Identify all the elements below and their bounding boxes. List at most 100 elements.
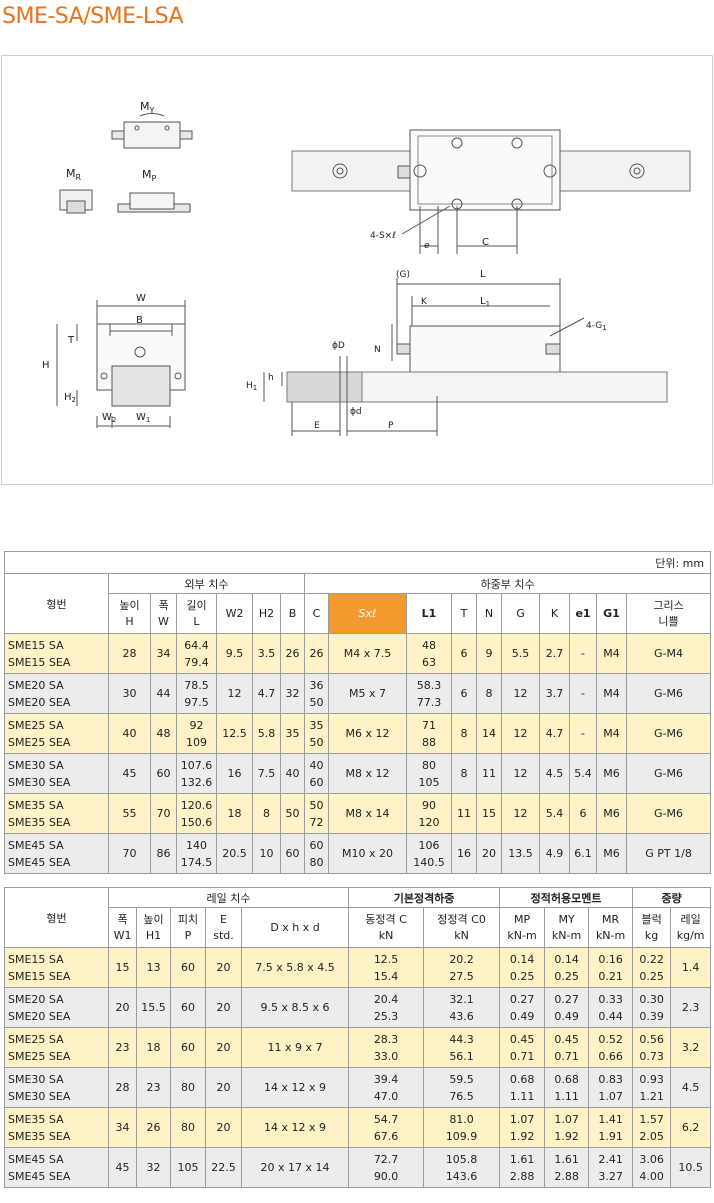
table-cell: -	[569, 633, 597, 674]
table-cell: 40	[108, 713, 151, 754]
table-cell: 8	[476, 673, 502, 714]
table-cell: 20	[205, 987, 242, 1028]
table-cell: 32	[136, 1147, 171, 1188]
table-cell: 13	[136, 947, 171, 988]
t1-col-header: G1	[596, 593, 627, 634]
table-cell: 20	[205, 1107, 242, 1148]
load-dim-group-header: 하중부 치수	[303, 573, 712, 594]
table-cell: 5.4	[539, 793, 570, 834]
table-cell: 22.5	[205, 1147, 242, 1188]
table-cell: 45	[108, 1147, 137, 1188]
table-cell: M8 x 14	[328, 793, 407, 834]
t2-col-header: D x h x d	[240, 907, 350, 948]
label-my: MY	[140, 100, 155, 115]
table-cell: 4.7	[252, 673, 281, 714]
table-cell: 20	[205, 1027, 242, 1068]
table-cell: 4.7	[539, 713, 570, 754]
table-cell: 9.5 x 8.5 x 6	[240, 987, 350, 1028]
table-cell: 20 x 17 x 14	[240, 1147, 350, 1188]
table-cell: 44	[150, 673, 177, 714]
table-cell: 26	[304, 633, 329, 674]
table-cell: 10.5	[670, 1147, 712, 1188]
table-cell: 7.5	[252, 753, 281, 794]
dimension-drawing-svg: MY MR MP 4-S×ℓ e C (G) L K L1 4-G1 N ϕD …	[42, 100, 691, 436]
table-cell: G-M6	[625, 793, 712, 834]
table-cell: 4.5	[539, 753, 570, 794]
table-cell: 14 x 12 x 9	[240, 1107, 350, 1148]
table-cell: 15	[108, 947, 137, 988]
outer-dim-group-header: 외부 치수	[108, 573, 305, 594]
table-cell: 15	[476, 793, 502, 834]
table-cell: 18	[136, 1027, 171, 1068]
dimension-drawing: MY MR MP 4-S×ℓ e C (G) L K L1 4-G1 N ϕD …	[1, 55, 713, 485]
table-cell: 34	[150, 633, 177, 674]
table-cell: G-M6	[625, 673, 712, 714]
table-cell: M8 x 12	[328, 753, 407, 794]
table-cell: 1.4	[670, 947, 712, 988]
table-cell: 12	[216, 673, 253, 714]
t1-col-header: K	[539, 593, 570, 634]
label-e-big: E	[314, 421, 320, 431]
table-cell: 50	[280, 793, 305, 834]
label-h1: H1	[246, 381, 257, 392]
table-cell: 28	[108, 1067, 137, 1108]
table-cell: 20	[205, 1067, 242, 1108]
table-cell: 70	[150, 793, 177, 834]
table-cell: 18	[216, 793, 253, 834]
t1-col-header: L1	[406, 593, 452, 634]
label-w1: W1	[136, 412, 150, 424]
table-cell: 34	[108, 1107, 137, 1148]
table-cell: 23	[136, 1067, 171, 1108]
label-4sxl: 4-S×ℓ	[370, 231, 396, 241]
label-mr: MR	[66, 167, 82, 182]
table-cell: 26	[280, 633, 305, 674]
table-cell: 20	[205, 947, 242, 988]
table-cell: 35	[280, 713, 305, 754]
rail-group-header: 레일 치수	[107, 887, 350, 908]
side-view	[263, 278, 668, 436]
table-cell: 60	[280, 833, 305, 874]
table-cell: M6 x 12	[328, 713, 407, 754]
table-cell: 6	[569, 793, 597, 834]
table-cell: 55	[108, 793, 151, 834]
label-w2: W2	[102, 412, 116, 424]
t1-col-header: e1	[569, 593, 597, 634]
table-cell: M6	[596, 753, 627, 794]
table-cell: 12	[501, 793, 540, 834]
